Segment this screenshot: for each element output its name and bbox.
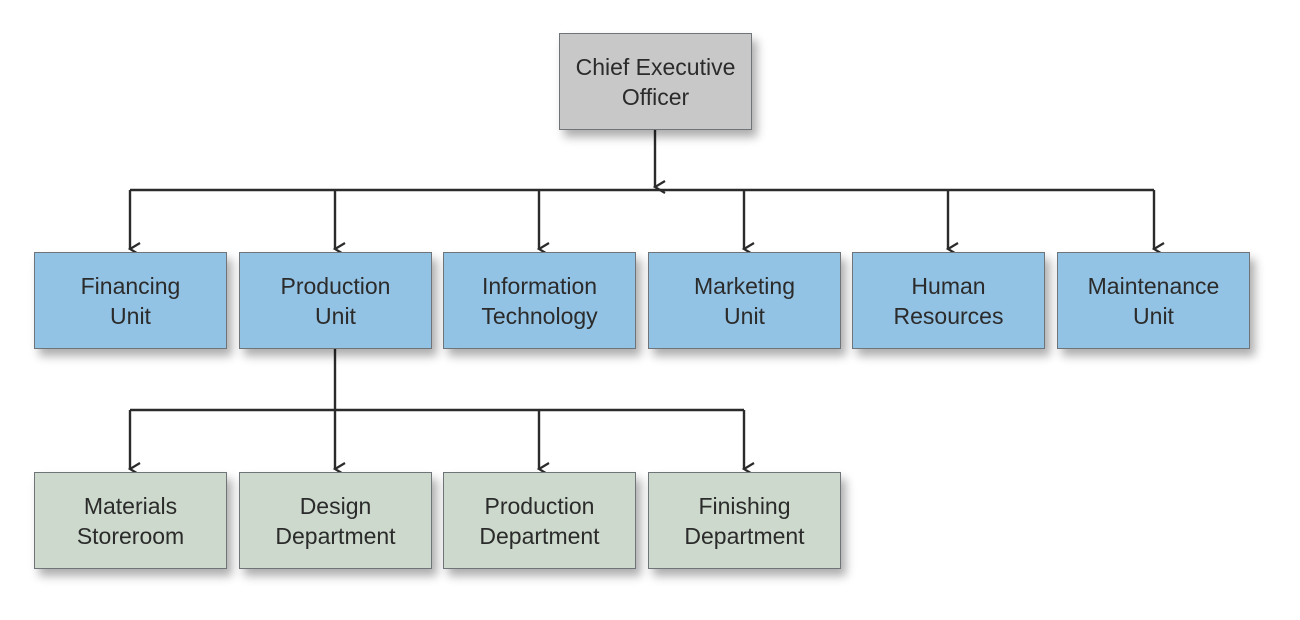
unit-label-line1: Human — [911, 272, 986, 299]
department-label-line1: Finishing — [698, 492, 791, 519]
department-label-line2: Department — [275, 522, 396, 549]
unit-label-line1: Production — [280, 272, 391, 299]
production-department-box: Production Department — [443, 472, 636, 569]
unit-label-line2: Technology — [481, 302, 598, 329]
unit-label-line1: Information — [481, 272, 598, 299]
department-label-line2: Department — [684, 522, 805, 549]
unit-label-line1: Financing — [80, 272, 181, 299]
unit-label-line1: Maintenance — [1087, 272, 1220, 299]
unit-label-line2: Resources — [893, 302, 1004, 329]
materials-storeroom-box: Materials Storeroom — [34, 472, 227, 569]
marketing-unit-box: Marketing Unit — [648, 252, 841, 349]
department-label-line1: Production — [484, 492, 595, 519]
department-label-line1: Materials — [83, 492, 178, 519]
human-resources-box: Human Resources — [852, 252, 1045, 349]
department-label-line1: Design — [299, 492, 372, 519]
unit-label-line2: Unit — [1133, 302, 1174, 329]
unit-label-line1: Marketing — [694, 272, 795, 299]
unit-label-line2: Unit — [724, 302, 765, 329]
unit-label-line2: Unit — [110, 302, 151, 329]
design-department-box: Design Department — [239, 472, 432, 569]
department-label-line2: Storeroom — [76, 522, 185, 549]
production-unit-box: Production Unit — [239, 252, 432, 349]
maintenance-unit-box: Maintenance Unit — [1057, 252, 1250, 349]
department-label-line2: Department — [479, 522, 600, 549]
finishing-department-box: Finishing Department — [648, 472, 841, 569]
ceo-box: Chief Executive Officer — [559, 33, 752, 130]
ceo-label-line1: Chief Executive — [575, 53, 736, 80]
unit-label-line2: Unit — [315, 302, 356, 329]
information-technology-box: Information Technology — [443, 252, 636, 349]
financing-unit-box: Financing Unit — [34, 252, 227, 349]
ceo-label-line2: Officer — [621, 83, 690, 110]
